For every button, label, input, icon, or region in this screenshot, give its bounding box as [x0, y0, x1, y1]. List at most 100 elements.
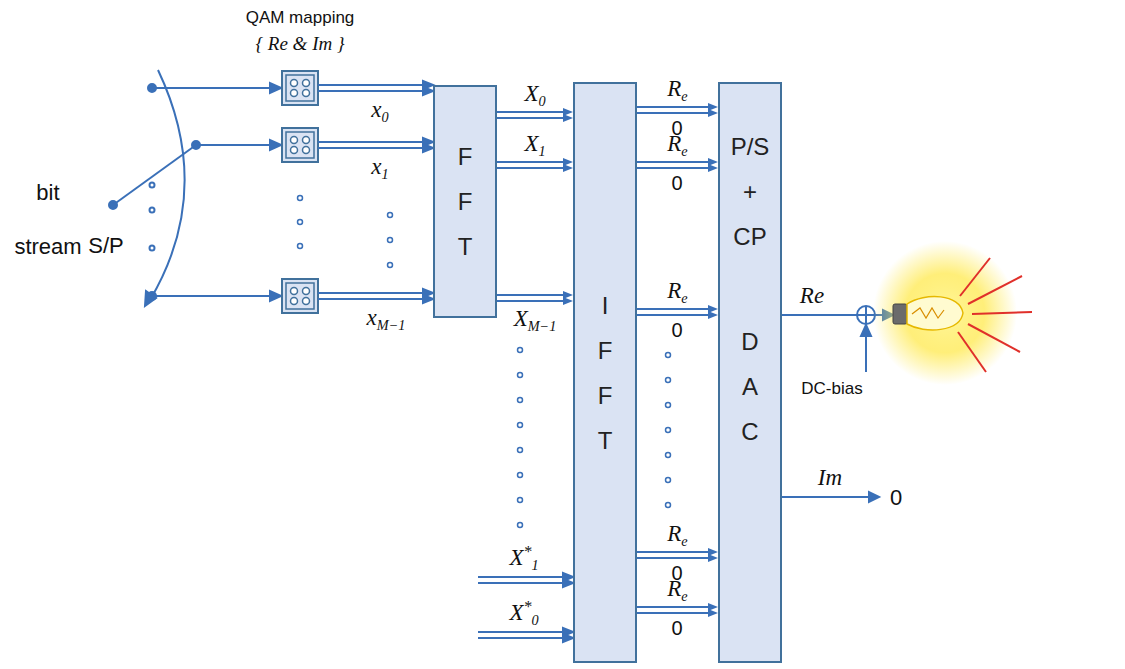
arrow-line [637, 606, 710, 608]
adder-cross [865, 306, 867, 324]
subscript: 0 [531, 612, 538, 628]
signal-name: Im [818, 465, 842, 491]
caption-text: { Re & Im } [255, 33, 344, 55]
arrow-line [152, 295, 272, 297]
arrow-head [563, 164, 573, 172]
signal-name: xM−1 [367, 305, 406, 331]
qam-mapper [282, 279, 318, 313]
subscript: e [681, 88, 687, 104]
input-label: bit stream [14, 166, 81, 274]
arrow-head [708, 609, 718, 617]
process-box: F F T [433, 85, 497, 318]
qam-mapper [282, 71, 318, 105]
signal-name: Re [667, 521, 687, 547]
arrow-head [708, 164, 718, 172]
symbol-letter: x [371, 97, 381, 122]
arrow-line [637, 112, 710, 114]
output-wires [782, 306, 893, 502]
zero-value: 0 [671, 562, 682, 585]
arrow-head [563, 114, 573, 122]
arrow-line [497, 117, 565, 119]
arrow-head [869, 492, 879, 502]
subscript: e [681, 143, 687, 159]
signal-name: X*0 [509, 600, 538, 626]
double-arrow [637, 548, 718, 562]
symbol-letter: X [509, 600, 523, 625]
subscript: M−1 [377, 317, 406, 333]
bulb-socket [893, 304, 907, 324]
arrow-head [708, 311, 718, 319]
arrow-line [196, 144, 272, 146]
arrow-line [152, 87, 272, 89]
symbol-letter: X [524, 81, 538, 106]
box-label: I F F T [598, 283, 613, 463]
arrow-head [708, 109, 718, 117]
double-arrow [497, 108, 573, 122]
subscript: e [681, 533, 687, 549]
qam-mapper [282, 128, 318, 162]
input-arrows [152, 83, 281, 301]
box-label: D A C [741, 319, 758, 454]
arrow-line [637, 612, 710, 614]
double-arrow [637, 305, 718, 319]
double-arrow [637, 603, 718, 617]
box-label: F F T [458, 134, 473, 269]
signal-name: x0 [371, 97, 388, 123]
arrow-head [708, 554, 718, 562]
output-line [782, 314, 857, 316]
subscript: e [681, 588, 687, 604]
arrow-line [637, 308, 710, 310]
zero-value: 0 [890, 485, 902, 510]
superscript: * [523, 543, 531, 560]
double-arrow [637, 103, 718, 117]
zero-value: 0 [671, 617, 682, 640]
signal-name: Re [667, 76, 687, 102]
symbol-letter: R [667, 76, 681, 101]
double-arrow [637, 158, 718, 172]
subscript: 1 [531, 557, 538, 573]
symbol-letter: X [509, 545, 523, 570]
double-arrow [497, 158, 573, 172]
process-box: P/S + CP D A C [718, 82, 782, 663]
zero-value: 0 [671, 117, 682, 140]
arrow-line [497, 111, 565, 113]
subscript: 1 [382, 166, 389, 182]
bias-line [865, 334, 867, 372]
arrow-line [497, 161, 565, 163]
symbol-letter: x [367, 305, 377, 330]
bulb-glass [907, 297, 963, 330]
subscript: M−1 [528, 318, 557, 334]
box-label: P/S + CP [731, 124, 770, 259]
subscript: 0 [538, 93, 545, 109]
zero-value: 0 [671, 172, 682, 195]
signal-name: Re [667, 278, 687, 304]
double-arrow [497, 291, 573, 305]
signal-name: XM−1 [514, 306, 557, 332]
subscript: e [681, 290, 687, 306]
adder-symbol [857, 306, 875, 324]
zero-value: 0 [671, 319, 682, 342]
light-bulb [873, 241, 1032, 385]
symbol-letter: X [514, 306, 528, 331]
signal-name: Re [800, 283, 824, 309]
arrow-head [145, 291, 156, 306]
process-box: I F F T [573, 82, 637, 663]
arrow-head [270, 83, 281, 93]
ellipsis-dot [150, 208, 155, 213]
block-label: S/P [88, 233, 123, 258]
subscript: 1 [538, 143, 545, 159]
caption-text: QAM mapping [246, 8, 355, 28]
arrow-line [637, 161, 710, 163]
arrow-head [861, 325, 871, 336]
output-line [782, 496, 870, 498]
arrow-head [270, 140, 281, 150]
light-rays [958, 258, 1032, 372]
arrow-line [497, 167, 565, 169]
superscript: * [523, 598, 531, 615]
ellipsis-dot [150, 183, 155, 188]
symbol-letter: R [667, 521, 681, 546]
symbol-letter: x [371, 154, 381, 179]
symbol-letter: R [667, 278, 681, 303]
